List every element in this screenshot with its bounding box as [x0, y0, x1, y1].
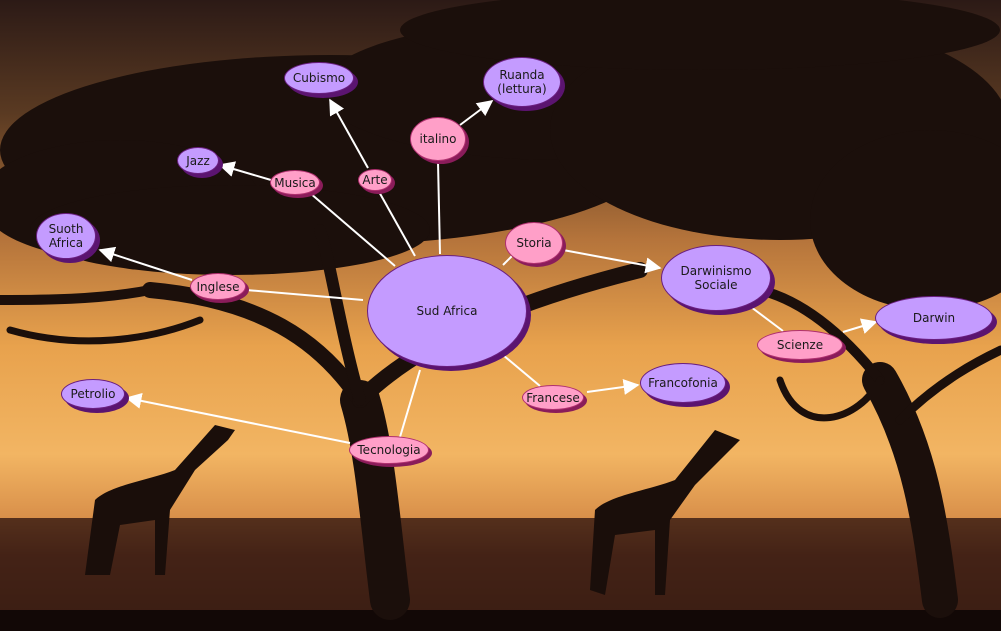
- connectors: [98, 98, 878, 444]
- node-darwin[interactable]: Darwin: [875, 296, 993, 340]
- node-jazz[interactable]: Jazz: [177, 147, 219, 174]
- node-musica[interactable]: Musica: [270, 170, 320, 195]
- node-storia[interactable]: Storia: [505, 222, 563, 264]
- node-francofonia[interactable]: Francofonia: [640, 363, 726, 403]
- node-inglese[interactable]: Inglese: [190, 273, 246, 300]
- node-scienze[interactable]: Scienze: [757, 330, 843, 360]
- node-suoth-africa[interactable]: Suoth Africa: [36, 213, 96, 259]
- node-francese[interactable]: Francese: [522, 385, 584, 410]
- node-ruanda-lettura[interactable]: Ruanda (lettura): [483, 57, 561, 107]
- node-tecnologia[interactable]: Tecnologia: [349, 436, 429, 464]
- node-darwinismo-sociale[interactable]: Darwinismo Sociale: [661, 245, 771, 311]
- node-italino[interactable]: italino: [410, 117, 466, 161]
- node-arte[interactable]: Arte: [358, 169, 392, 191]
- node-cubismo[interactable]: Cubismo: [284, 62, 354, 94]
- giraffe-left: [85, 425, 235, 575]
- giraffe-right: [590, 430, 740, 595]
- node-sud-africa[interactable]: Sud Africa: [367, 255, 527, 367]
- node-petrolio[interactable]: Petrolio: [61, 379, 125, 409]
